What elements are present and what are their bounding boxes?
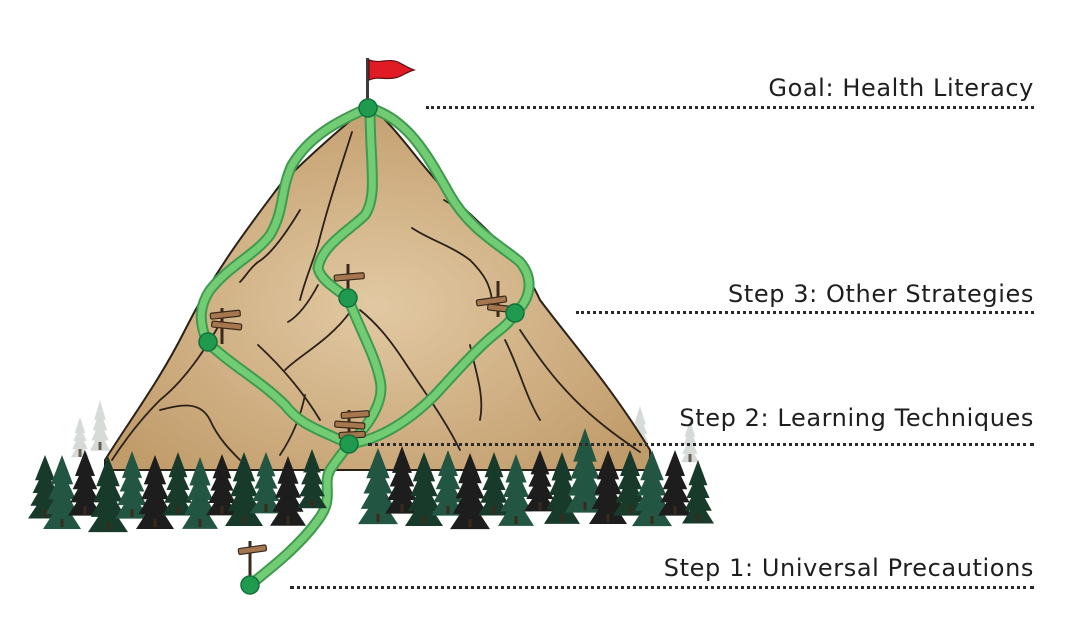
signpost: [209, 308, 243, 344]
goal-leader-line: [426, 106, 1034, 109]
trail-segment: [314, 104, 376, 302]
tree-trunk: [130, 509, 134, 517]
signpost-board: [210, 320, 243, 331]
tree-trunk: [673, 506, 677, 514]
trail-node: [198, 332, 218, 352]
tree-trunk: [198, 519, 202, 527]
trail-node: [338, 288, 358, 308]
summit-flag: [366, 58, 416, 104]
trail-node: [358, 98, 378, 118]
tree-trunk: [264, 504, 268, 512]
signpost-board: [333, 272, 365, 282]
tree-trunk: [286, 516, 290, 524]
forest-tree: [162, 452, 194, 516]
step-1-leader-line: [290, 586, 1034, 589]
trail-segment: [344, 294, 385, 448]
forest-tree: [565, 428, 605, 513]
trail-segment: [197, 104, 372, 346]
forest-tree: [68, 450, 102, 516]
step-2-leader-line: [368, 443, 1034, 446]
signpost-pole: [248, 541, 252, 577]
forest-tree: [682, 460, 714, 524]
step-2-label: Step 2: Learning Techniques: [679, 404, 1034, 432]
tree-trunk: [492, 506, 496, 514]
forest-tree: [297, 449, 327, 509]
trail-segment: [345, 309, 519, 448]
forest-tree: [478, 452, 510, 516]
signposts: [209, 264, 517, 577]
forest-tree: [524, 450, 556, 512]
tree-trunk: [242, 516, 246, 524]
tree-trunk: [514, 516, 518, 524]
step-1-label: Step 1: Universal Precautions: [663, 554, 1034, 582]
tree-trunk: [106, 522, 110, 530]
forest-tree: [613, 450, 647, 516]
tree-trunk: [153, 519, 157, 527]
signpost: [333, 264, 365, 300]
tree-trunk: [43, 509, 47, 517]
tree-trunk: [468, 519, 472, 527]
tree-trunk: [446, 506, 450, 514]
forest-tree: [385, 446, 419, 514]
tree-trunk: [78, 449, 82, 457]
step-3-label: Step 3: Other Strategies: [728, 280, 1034, 308]
tree-trunk: [538, 502, 542, 510]
forest-tree: [250, 452, 282, 514]
flag-cloth: [368, 59, 416, 81]
tree-trunk: [176, 506, 180, 514]
tree-trunk: [60, 519, 64, 527]
trail-node: [240, 575, 260, 595]
trail-node: [339, 434, 359, 454]
foreground-forest: [28, 428, 714, 533]
forest-tree: [225, 452, 263, 527]
tree-trunk: [650, 516, 654, 524]
forest-tree: [88, 456, 128, 533]
signpost-board: [340, 410, 370, 420]
trail-segment: [366, 104, 533, 317]
signpost: [334, 410, 370, 446]
background-tree: [71, 417, 89, 458]
forest-tree: [358, 448, 398, 525]
trail-node: [505, 303, 525, 323]
forest-tree: [632, 450, 672, 527]
tree-trunk: [688, 454, 692, 462]
forest-tree: [589, 450, 627, 525]
trail-segment: [246, 440, 353, 589]
tree-trunk: [98, 442, 102, 450]
tree-trunk: [628, 506, 632, 514]
signpost: [237, 541, 268, 577]
background-tree: [681, 420, 699, 463]
flag-pole: [366, 58, 369, 104]
signpost-board: [209, 309, 241, 320]
tree-trunk: [376, 514, 380, 522]
forest-tree: [115, 451, 149, 519]
tree-trunk: [606, 514, 610, 522]
forest-tree: [136, 455, 174, 530]
trail-nodes: [198, 98, 525, 595]
tree-trunk: [696, 514, 700, 522]
tree-trunk: [422, 516, 426, 524]
forest-tree: [658, 450, 692, 516]
tree-trunk: [220, 506, 224, 514]
signpost-board: [237, 544, 268, 556]
forest-tree: [270, 456, 306, 526]
forest-tree: [405, 452, 443, 527]
step-3-leader-line: [576, 311, 1034, 314]
signpost-pole: [346, 264, 350, 300]
signpost-board: [334, 420, 366, 430]
forest-tree: [450, 453, 490, 530]
background-tree: [90, 400, 110, 451]
tree-trunk: [310, 499, 314, 507]
forest-tree: [498, 454, 534, 526]
trail-network: [195, 102, 535, 591]
tree-trunk: [400, 504, 404, 512]
tree-trunk: [560, 514, 564, 522]
goal-label: Goal: Health Literacy: [768, 74, 1034, 102]
forest-tree: [206, 454, 238, 516]
tree-trunk: [83, 506, 87, 514]
forest-tree: [431, 450, 465, 516]
tree-trunk: [583, 502, 587, 510]
